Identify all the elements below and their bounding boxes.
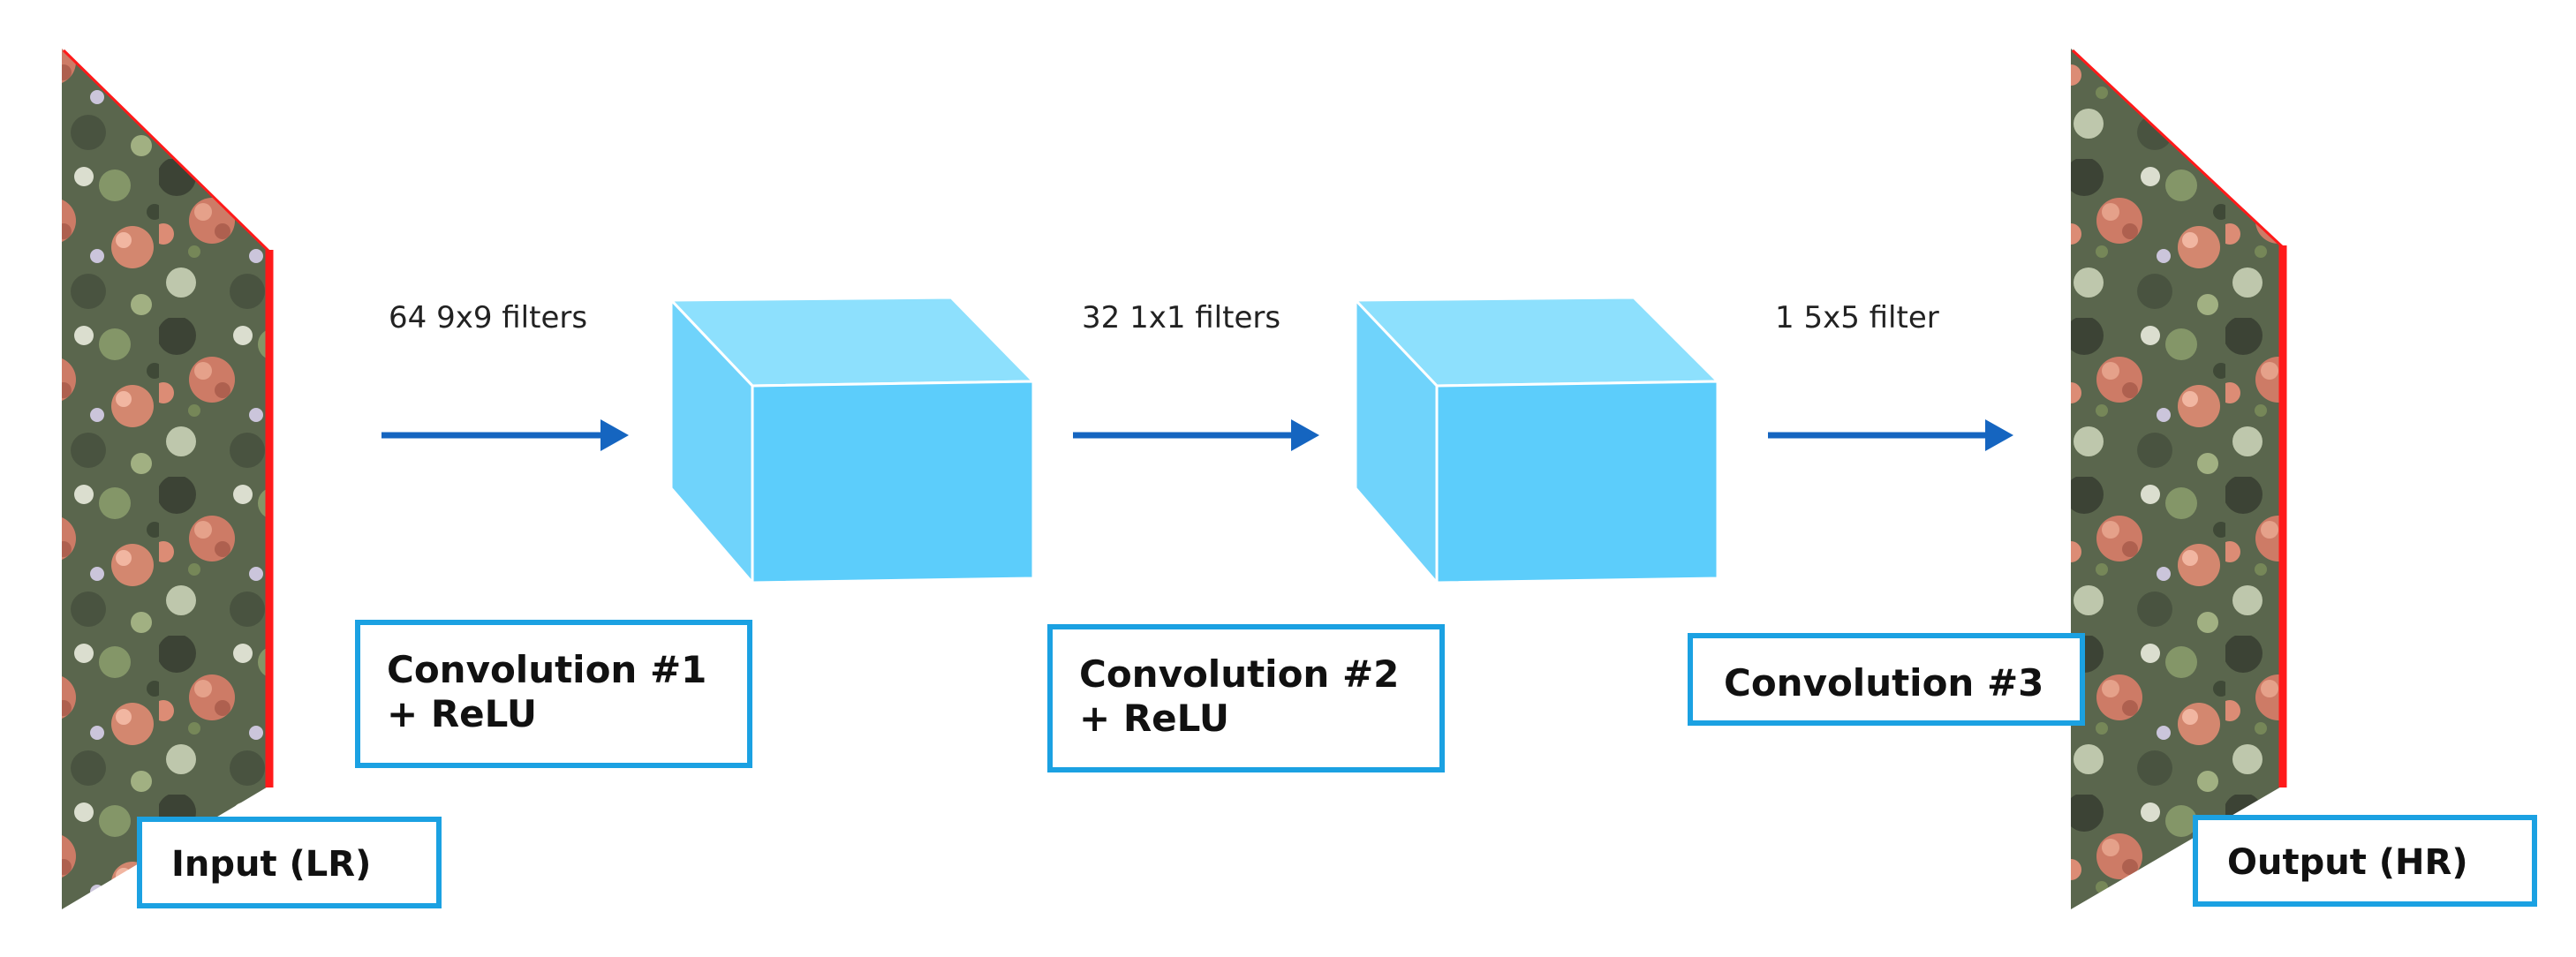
output-label: Output (HR) xyxy=(2227,842,2468,883)
convolution-1-box: Convolution #1 + ReLU xyxy=(355,620,752,768)
convolution-2-title: Convolution #2 xyxy=(1079,652,1400,696)
arrow-2 xyxy=(1073,419,1319,451)
filters-label-2: 32 1x1 filters xyxy=(1082,300,1281,335)
feature-cube-2 xyxy=(1352,296,1721,587)
input-image xyxy=(62,49,274,909)
filters-label-3: 1 5x5 filter xyxy=(1775,300,1939,335)
arrow-3 xyxy=(1768,419,2013,451)
output-label-box: Output (HR) xyxy=(2193,815,2537,907)
input-label-box: Input (LR) xyxy=(137,817,442,908)
convolution-1-activation: + ReLU xyxy=(387,692,538,736)
input-label: Input (LR) xyxy=(171,844,372,885)
feature-cube-1 xyxy=(668,296,1037,587)
output-image xyxy=(2071,49,2287,909)
convolution-3-title: Convolution #3 xyxy=(1724,661,2044,705)
convolution-1-title: Convolution #1 xyxy=(387,648,707,691)
arrow-1 xyxy=(381,419,629,451)
convolution-2-activation: + ReLU xyxy=(1079,697,1230,741)
filters-label-1: 64 9x9 filters xyxy=(389,300,588,335)
convolution-2-box: Convolution #2 + ReLU xyxy=(1047,624,1445,772)
convolution-3-box: Convolution #3 xyxy=(1688,633,2085,726)
